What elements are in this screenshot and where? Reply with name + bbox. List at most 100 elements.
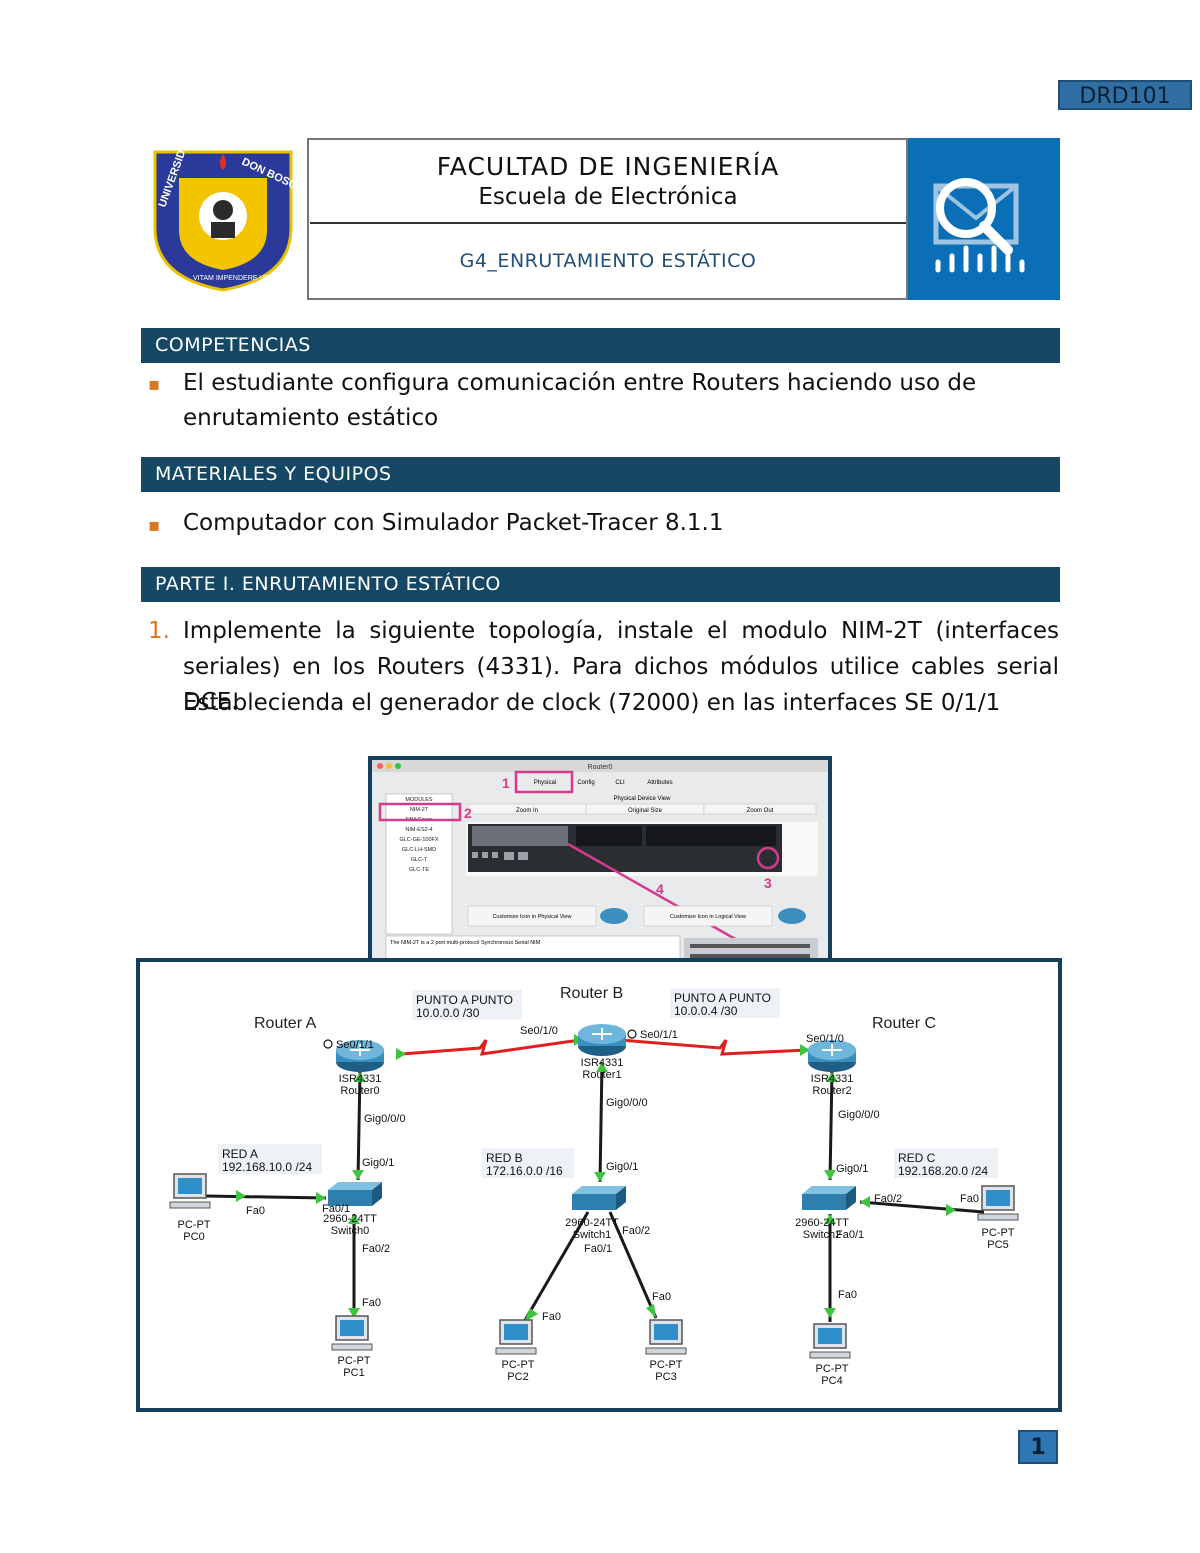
module-glc-t[interactable]: GLC-T	[411, 857, 428, 863]
packet-tracer-window: Router0 1 Physical Config CLI Attributes…	[368, 756, 832, 974]
section-parte1-heading: PARTE I. ENRUTAMIENTO ESTÁTICO	[141, 567, 1060, 602]
pc2-icon[interactable]	[495, 1319, 537, 1355]
switch1-model: 2960-24TT	[565, 1217, 619, 1229]
p2p-2-net: 10.0.0.4 /30	[674, 1004, 738, 1018]
iface-sw1-gig01: Gig0/1	[606, 1161, 638, 1173]
school-subtitle: Escuela de Electrónica	[478, 184, 738, 210]
link-sw2-pc5	[859, 1200, 985, 1214]
switch1-icon[interactable]	[572, 1186, 626, 1210]
red-a-net: 192.168.10.0 /24	[222, 1160, 312, 1174]
pt-window-title: Router0	[588, 764, 613, 771]
pc1-name: PC1	[343, 1367, 364, 1379]
customize-logical-button[interactable]: Customize Icon in Logical View	[670, 914, 746, 920]
module-nim-2t[interactable]: NIM-2T	[410, 807, 429, 813]
iface-sw2-gig01: Gig0/1	[836, 1163, 868, 1175]
university-logo: UNIVERSIDAD DON BOSCO VITAM IMPENDERE VE…	[141, 134, 309, 300]
pc1-type: PC-PT	[338, 1355, 371, 1367]
red-a-title: RED A	[222, 1147, 258, 1161]
module-glc-te[interactable]: GLC-TE	[409, 867, 430, 873]
tab-attributes[interactable]: Attributes	[647, 780, 672, 786]
red-b-title: RED B	[486, 1151, 523, 1165]
section-materiales-heading: MATERIALES Y EQUIPOS	[141, 457, 1060, 492]
iface-pc5-fa0: Fa0	[960, 1193, 979, 1205]
iface-ra-gig000: Gig0/0/0	[364, 1113, 406, 1125]
step-line-2: seriales) en los Routers (4331). Para di…	[183, 654, 1059, 715]
zoom-in-button[interactable]: Zoom In	[516, 808, 538, 814]
router-a-label: Router A	[254, 1015, 317, 1032]
switch1-name: Switch1	[573, 1229, 612, 1241]
link-sw1-pc2	[522, 1211, 590, 1323]
pc5-name: PC5	[987, 1239, 1008, 1251]
p2p-1-net: 10.0.0.0 /30	[416, 1006, 480, 1020]
module-glc-ge-100fx[interactable]: GLC-GE-100FX	[399, 837, 438, 843]
router0-model: ISR4331	[339, 1073, 382, 1085]
link-rb-sw1	[598, 1061, 604, 1183]
callout-2: 2	[464, 805, 472, 821]
serial-link-ab	[401, 1038, 581, 1056]
router2-name: Router2	[812, 1085, 851, 1097]
module-nim-es2-4[interactable]: NIM-ES2-4	[405, 827, 432, 833]
pc5-icon[interactable]	[977, 1185, 1019, 1221]
switch2-model: 2960-24TT	[795, 1217, 849, 1229]
page-number: 1	[1018, 1430, 1058, 1464]
iface-sw1-fa02: Fa0/2	[622, 1225, 650, 1237]
tab-cli[interactable]: CLI	[615, 780, 625, 786]
pc2-type: PC-PT	[502, 1359, 535, 1371]
router-icon	[778, 908, 806, 924]
document-code: DRD101	[1058, 80, 1192, 110]
network-search-icon	[906, 138, 1060, 300]
pc3-icon[interactable]	[645, 1319, 687, 1355]
router-icon	[600, 908, 628, 924]
network-topology: Router A Router B Router C PUNTO A PUNTO…	[136, 958, 1062, 1412]
link-ra-sw0	[356, 1071, 362, 1181]
tab-config[interactable]: Config	[577, 780, 594, 786]
header-divider	[310, 222, 906, 224]
pc4-name: PC4	[821, 1375, 842, 1387]
tab-physical[interactable]: Physical	[534, 780, 556, 786]
pc0-icon[interactable]	[169, 1173, 211, 1209]
p2p-1-title: PUNTO A PUNTO	[416, 993, 513, 1007]
iface-sw0-gig01: Gig0/1	[362, 1157, 394, 1169]
customize-physical-button[interactable]: Customize Icon in Physical View	[492, 914, 571, 920]
red-c-net: 192.168.20.0 /24	[898, 1164, 988, 1178]
iface-ra-se011: Se0/1/1	[336, 1039, 374, 1051]
step-line-1: Implemente la siguiente topología, insta…	[183, 618, 1059, 644]
link-sw1-pc3	[608, 1211, 658, 1319]
switch2-name: Switch2	[803, 1229, 842, 1241]
pc4-icon[interactable]	[809, 1323, 851, 1359]
callout-1: 1	[502, 775, 510, 791]
module-description: The NIM-2T is a 2 port multi-protocol Sy…	[390, 940, 541, 946]
p2p-2-title: PUNTO A PUNTO	[674, 991, 771, 1005]
iface-pc2-fa0: Fa0	[542, 1311, 561, 1323]
step-number: 1.	[148, 618, 170, 644]
step-line-3: Establecienda el generador de clock (720…	[183, 690, 1001, 716]
switch0-name: Switch0	[331, 1225, 370, 1237]
red-c-title: RED C	[898, 1151, 936, 1165]
section-competencias-heading: COMPETENCIAS	[141, 328, 1060, 363]
callout-3: 3	[764, 875, 772, 891]
nim-2t-highlight	[378, 802, 462, 822]
pc1-icon[interactable]	[331, 1315, 373, 1351]
router0-name: Router0	[340, 1085, 379, 1097]
router1-name: Router1	[582, 1069, 621, 1081]
iface-pc1-fa0: Fa0	[362, 1297, 381, 1309]
iface-sw2-fa02: Fa0/2	[874, 1193, 902, 1205]
power-switch-highlight	[756, 846, 780, 870]
switch2-icon[interactable]	[802, 1186, 856, 1210]
logo-motto: VITAM IMPENDERE VERO	[193, 275, 280, 282]
iface-pc0-fa0: Fa0	[246, 1205, 265, 1217]
pc5-type: PC-PT	[982, 1227, 1015, 1239]
pc4-type: PC-PT	[816, 1363, 849, 1375]
competencia-line-1: El estudiante configura comunicación ent…	[183, 370, 977, 396]
pc3-type: PC-PT	[650, 1359, 683, 1371]
router2-model: ISR4331	[811, 1073, 854, 1085]
iface-rb-se010: Se0/1/0	[520, 1025, 558, 1037]
pc0-name: PC0	[183, 1231, 204, 1243]
original-size-button[interactable]: Original Size	[628, 808, 663, 814]
clock-icon	[627, 1029, 637, 1039]
router-b-icon[interactable]	[577, 1023, 627, 1057]
iface-pc3-fa0: Fa0	[652, 1291, 671, 1303]
pc3-name: PC3	[655, 1371, 676, 1383]
zoom-out-button[interactable]: Zoom Out	[747, 808, 774, 814]
module-glc-lh-smd[interactable]: GLC-LH-SMD	[402, 847, 436, 853]
